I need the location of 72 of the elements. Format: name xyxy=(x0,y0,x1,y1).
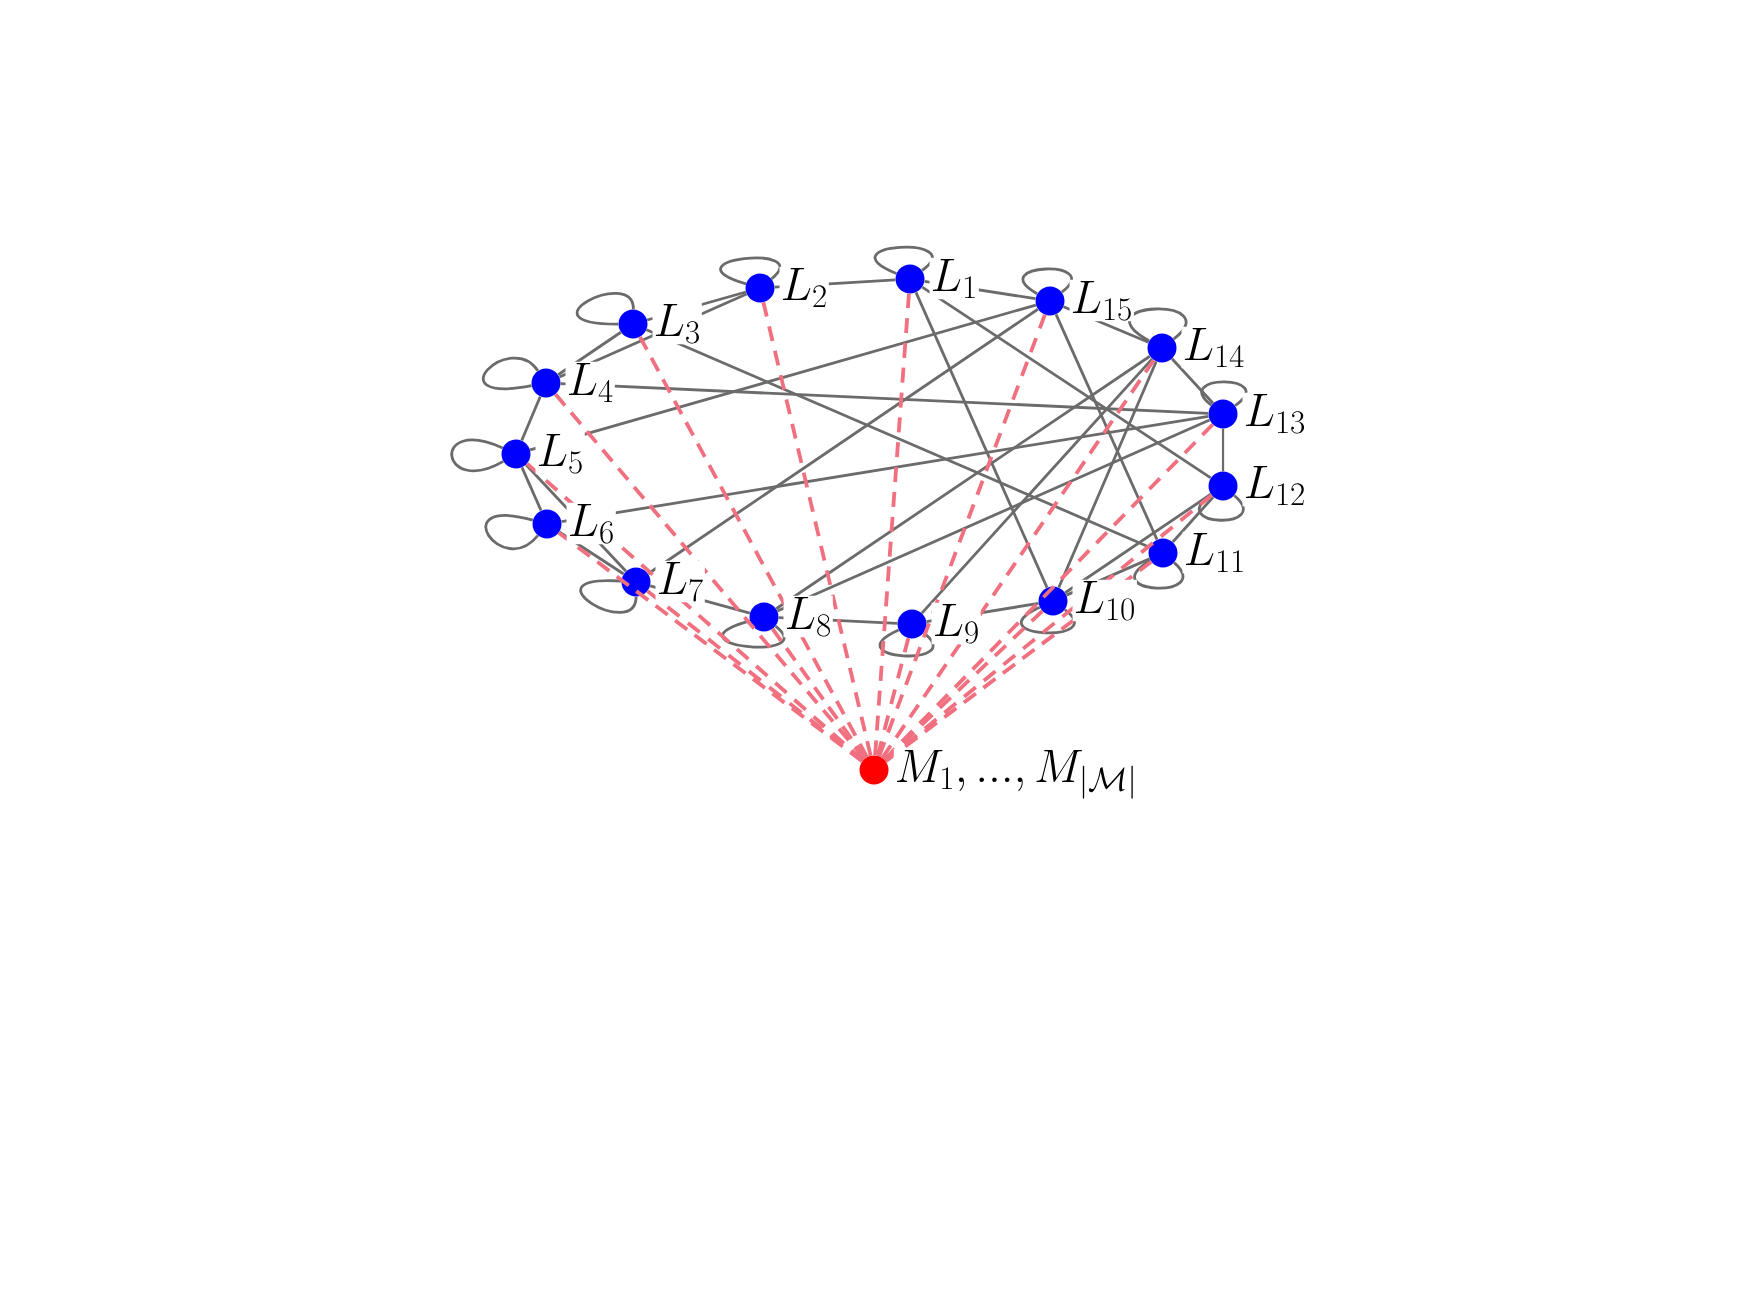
dashed-edge xyxy=(525,462,865,762)
self-loop xyxy=(482,356,539,390)
node-label: $L_{1}$ xyxy=(932,258,975,299)
self-loop xyxy=(450,438,504,473)
graph-edge xyxy=(926,601,1039,623)
graph-edge xyxy=(1064,493,1212,594)
graph-edge xyxy=(1065,557,1151,597)
self-loop xyxy=(1128,307,1188,342)
dashed-edge xyxy=(882,423,1215,761)
dashed-edge xyxy=(884,493,1213,763)
self-loop xyxy=(579,579,638,614)
dashed-edge xyxy=(771,627,867,760)
node-label: $L_{12}$ xyxy=(1245,465,1304,506)
graph-edge xyxy=(520,466,543,512)
node-label: $L_{10}$ xyxy=(1075,580,1134,621)
graph-edge xyxy=(775,355,1151,610)
graph-edge xyxy=(1171,496,1215,543)
graph-edge xyxy=(561,414,1209,524)
graph-edge xyxy=(529,303,1037,452)
self-loop xyxy=(1021,267,1073,295)
self-loop xyxy=(1198,493,1245,522)
graph-edge xyxy=(525,463,627,573)
node-label: $L_{5}$ xyxy=(538,433,582,474)
graph-edge xyxy=(647,308,1039,575)
node-label: $L_{13}$ xyxy=(1245,393,1305,434)
node-label: $L_{14}$ xyxy=(1184,327,1244,368)
self-loop xyxy=(719,256,781,286)
self-loop xyxy=(1020,605,1076,635)
dashed-edge xyxy=(880,359,1156,759)
dashed-edge xyxy=(646,589,864,763)
graph-edge xyxy=(520,396,542,441)
graph-edge xyxy=(1054,313,1159,541)
graph-edge xyxy=(1170,357,1215,405)
graph-edge xyxy=(921,285,1212,480)
graph-edge xyxy=(914,291,1049,589)
dashed-edge xyxy=(877,314,1047,757)
self-loop xyxy=(721,619,785,649)
graph-edge xyxy=(1221,428,1225,472)
graph-edge xyxy=(558,292,748,379)
graph-edge xyxy=(1057,360,1158,589)
graph-edge xyxy=(560,382,1209,415)
node-label: $L_{9}$ xyxy=(934,603,978,644)
graph-edge xyxy=(776,418,1211,613)
dashed-edge xyxy=(873,293,911,756)
node-label: $L_{3}$ xyxy=(655,303,699,344)
dashed-edge xyxy=(884,560,1153,763)
self-loop xyxy=(874,245,934,275)
graph-edge xyxy=(646,290,747,322)
node-label: $L_{15}$ xyxy=(1072,280,1131,321)
self-loop xyxy=(879,628,935,658)
graph-edge xyxy=(778,616,898,625)
self-loop xyxy=(484,514,539,550)
graph-edge xyxy=(649,584,751,615)
dashed-edge xyxy=(761,301,873,757)
graph-edge xyxy=(1063,305,1149,344)
node-label: $L_{4}$ xyxy=(568,362,613,403)
graph-edge xyxy=(558,530,625,576)
graph-edge xyxy=(924,279,1036,301)
self-loop xyxy=(1133,559,1185,590)
graph-edge xyxy=(920,357,1154,615)
node-label: $L_{2}$ xyxy=(782,267,826,308)
graph-edge xyxy=(774,278,896,289)
graph-edge xyxy=(557,331,622,376)
self-loop xyxy=(576,292,635,326)
node-label: $L_{7}$ xyxy=(658,561,703,602)
node-label: $L_{8}$ xyxy=(786,596,830,637)
self-loop xyxy=(1200,380,1248,407)
dashed-edge xyxy=(638,336,869,758)
dashed-edge xyxy=(875,637,911,757)
node-label: $M_{1}, ..., M_{|\mathcal{M}|}$ xyxy=(897,749,1133,799)
node-label: $L_{6}$ xyxy=(569,503,613,544)
node-label: $L_{11}$ xyxy=(1185,532,1243,573)
